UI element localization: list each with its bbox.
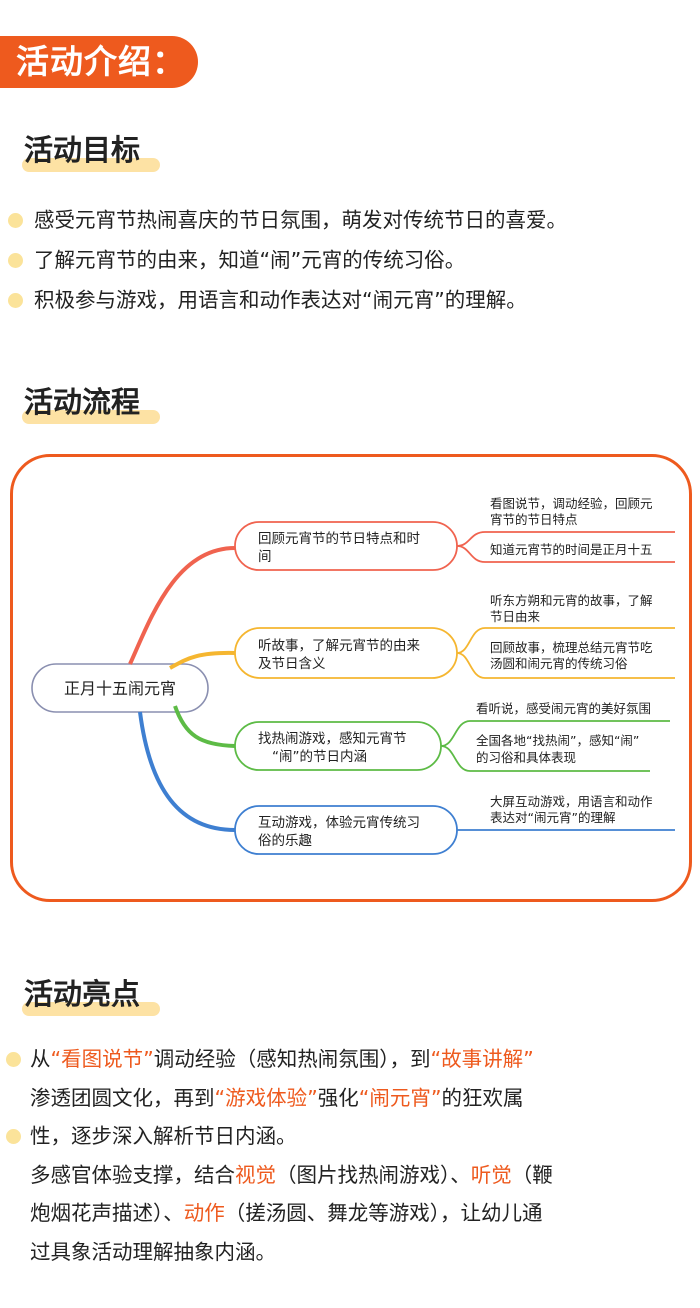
list-item: 感受元宵节热闹喜庆的节日氛围，萌发对传统节日的喜爱。 (8, 200, 567, 240)
emphasis-text: “闹元宵” (358, 1085, 442, 1110)
bullet-dot (8, 213, 23, 228)
heading-highlight (22, 1002, 160, 1016)
text-run: 多感官体验支撑，结合 (30, 1162, 235, 1187)
emphasis-text: “故事讲解” (430, 1047, 534, 1071)
highlights-body: 从“看图说节”调动经验（感知热闹氛围），到“故事讲解” 渗透团圆文化，再到“游戏… (6, 1040, 698, 1272)
bullet-dot (6, 1129, 21, 1144)
text-run: 的狂欢属 (441, 1085, 524, 1110)
mindmap-frame (10, 454, 692, 902)
paragraph-line: 炮烟花声描述）、动作（搓汤圆、舞龙等游戏），让幼儿通 (8, 1194, 698, 1233)
bullet-dot (8, 293, 23, 308)
process-heading: 活动流程 (22, 382, 160, 428)
list-item: 了解元宵节的由来，知道“闹”元宵的传统习俗。 (8, 240, 567, 280)
text-run: （鞭 (511, 1162, 553, 1187)
text-run: （搓汤圆、舞龙等游戏），让幼儿通 (224, 1201, 543, 1225)
text-run: 强化 (317, 1085, 359, 1110)
emphasis-text: “游戏体验” (214, 1085, 318, 1110)
emphasis-text: 听觉 (470, 1162, 512, 1187)
bullet-dot (6, 1052, 21, 1067)
highlights-heading: 活动亮点 (22, 974, 160, 1020)
emphasis-text: 动作 (183, 1201, 225, 1225)
bullet-dot (8, 253, 23, 268)
list-item: 积极参与游戏，用语言和动作表达对“闹元宵”的理解。 (8, 280, 567, 320)
text-run: 从 (30, 1047, 51, 1071)
process-title: 活动流程 (24, 385, 141, 419)
heading-highlight (22, 158, 160, 172)
emphasis-text: 视觉 (235, 1162, 276, 1187)
paragraph-line: 渗透团圆文化，再到“游戏体验”强化“闹元宵”的狂欢属 (8, 1079, 698, 1118)
text-run: （图片找热闹游戏）、 (276, 1162, 471, 1187)
highlights-title: 活动亮点 (24, 977, 141, 1011)
text-run: 炮烟花声描述）、 (30, 1201, 184, 1225)
goals-heading: 活动目标 (22, 130, 160, 176)
text-run: 渗透团圆文化，再到 (30, 1085, 215, 1110)
heading-highlight (22, 410, 160, 424)
text-run: 性，逐步深入解析节日内涵。 (30, 1124, 297, 1148)
goals-title: 活动目标 (24, 133, 141, 167)
goal-text: 积极参与游戏，用语言和动作表达对“闹元宵”的理解。 (34, 288, 527, 312)
emphasis-text: “看图说节” (50, 1047, 154, 1071)
intro-banner: 活动介绍： (0, 36, 198, 88)
paragraph-line: 性，逐步深入解析节日内涵。 (6, 1117, 698, 1156)
paragraph-line: 多感官体验支撑，结合视觉（图片找热闹游戏）、听觉（鞭 (8, 1156, 698, 1195)
goals-list: 感受元宵节热闹喜庆的节日氛围，萌发对传统节日的喜爱。 了解元宵节的由来，知道“闹… (8, 200, 567, 320)
paragraph-line: 从“看图说节”调动经验（感知热闹氛围），到“故事讲解” (6, 1040, 698, 1079)
paragraph-line: 过具象活动理解抽象内涵。 (8, 1233, 698, 1272)
text-run: 过具象活动理解抽象内涵。 (30, 1239, 276, 1264)
goal-text: 感受元宵节热闹喜庆的节日氛围，萌发对传统节日的喜爱。 (34, 208, 567, 232)
goal-text: 了解元宵节的由来，知道“闹”元宵的传统习俗。 (34, 248, 466, 272)
text-run: 调动经验（感知热闹氛围），到 (153, 1047, 431, 1071)
